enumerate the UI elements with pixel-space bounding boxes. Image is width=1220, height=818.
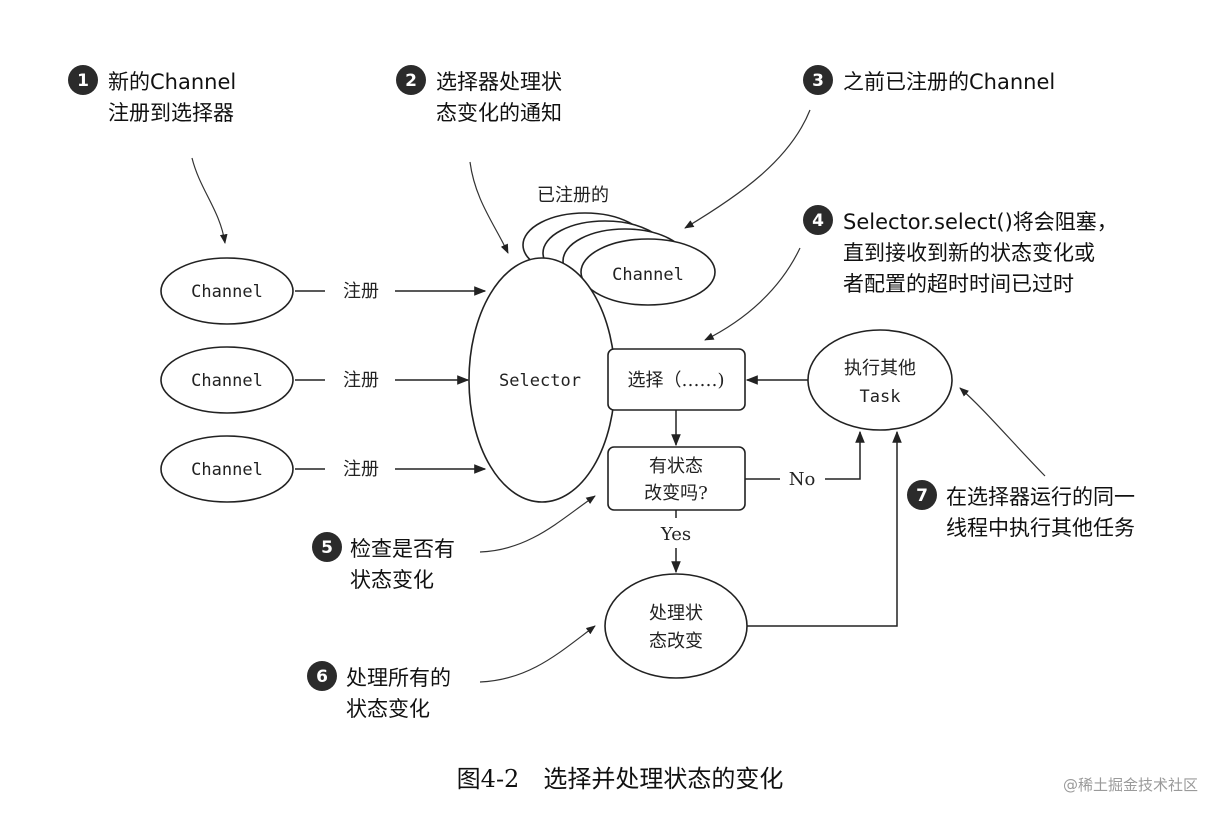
badge-2 bbox=[396, 65, 426, 95]
callout-2-line2: 态变化的通知 bbox=[436, 101, 562, 125]
badge-6 bbox=[307, 661, 337, 691]
badge-5-number: 5 bbox=[321, 538, 333, 558]
no-label: No bbox=[789, 469, 816, 490]
selector: Selector bbox=[468, 257, 616, 503]
callout-1-line2: 注册到选择器 bbox=[108, 101, 234, 125]
task-line2: Task bbox=[860, 387, 901, 407]
channel-2-label: Channel bbox=[191, 371, 263, 391]
task-node: 执行其他 Task bbox=[807, 329, 953, 431]
pointer-callout-1 bbox=[191, 157, 228, 244]
badge-1-number: 1 bbox=[77, 71, 89, 91]
callout-6: 6 处理所有的 状态变化 bbox=[307, 661, 451, 721]
register-arrow-3: 注册 bbox=[295, 459, 487, 480]
callout-3-line1: 之前已注册的Channel bbox=[843, 70, 1055, 94]
callout-7-line2: 线程中执行其他任务 bbox=[946, 516, 1135, 540]
pointer-callout-2 bbox=[469, 161, 509, 254]
registered-channel-stack: Channel bbox=[522, 212, 716, 306]
callout-4-line3: 者配置的超时时间已过时 bbox=[843, 272, 1074, 296]
channel-1: Channel bbox=[160, 257, 294, 325]
badge-7 bbox=[907, 480, 937, 510]
register-label-2: 注册 bbox=[343, 370, 379, 391]
pointer-callout-5 bbox=[479, 495, 596, 553]
pointer-callout-7 bbox=[959, 387, 1046, 477]
channel-1-label: Channel bbox=[191, 282, 263, 302]
process-line2: 态改变 bbox=[649, 631, 703, 652]
badge-3 bbox=[803, 65, 833, 95]
badge-5 bbox=[312, 532, 342, 562]
callout-7: 7 在选择器运行的同一 线程中执行其他任务 bbox=[907, 480, 1135, 540]
task-line1: 执行其他 bbox=[844, 358, 916, 379]
badge-6-number: 6 bbox=[316, 667, 328, 687]
badge-7-number: 7 bbox=[916, 486, 928, 506]
select-call-label: 选择（……) bbox=[627, 370, 724, 391]
channel-2: Channel bbox=[160, 346, 294, 414]
pointer-callout-6 bbox=[479, 625, 596, 683]
yes-label: Yes bbox=[660, 524, 691, 545]
decision-box: 有状态 改变吗? bbox=[607, 446, 746, 511]
decision-line2: 改变吗? bbox=[644, 483, 708, 504]
badge-1 bbox=[68, 65, 98, 95]
callout-5-line2: 状态变化 bbox=[350, 568, 434, 592]
badge-3-number: 3 bbox=[812, 71, 824, 91]
callout-2: 2 选择器处理状 态变化的通知 bbox=[396, 65, 562, 125]
callout-6-line1: 处理所有的 bbox=[346, 666, 451, 690]
callout-7-line1: 在选择器运行的同一 bbox=[946, 485, 1135, 509]
process-node: 处理状 态改变 bbox=[604, 573, 748, 679]
callout-6-line2: 状态变化 bbox=[346, 697, 430, 721]
register-arrow-2: 注册 bbox=[295, 370, 470, 391]
registered-channel-label: Channel bbox=[612, 265, 684, 285]
watermark: @稀土掘金技术社区 bbox=[1063, 776, 1198, 794]
callout-4: 4 Selector.select()将会阻塞， 直到接收到新的状态变化或 者配… bbox=[803, 205, 1118, 296]
select-box: 选择（……) bbox=[607, 348, 746, 411]
badge-4 bbox=[803, 205, 833, 235]
channel-3: Channel bbox=[160, 435, 294, 503]
callout-3: 3 之前已注册的Channel bbox=[803, 65, 1055, 95]
callout-1-line1: 新的Channel bbox=[108, 70, 236, 94]
callout-2-line1: 选择器处理状 bbox=[436, 70, 562, 94]
callout-1: 1 新的Channel 注册到选择器 bbox=[68, 65, 236, 125]
selector-label: Selector bbox=[499, 371, 581, 391]
arrow-no-to-task bbox=[825, 430, 865, 480]
process-line1: 处理状 bbox=[649, 603, 703, 624]
register-arrow-1: 注册 bbox=[295, 281, 487, 302]
registered-label: 已注册的 bbox=[537, 185, 609, 206]
arrow-process-to-task bbox=[747, 430, 902, 627]
channel-3-label: Channel bbox=[191, 460, 263, 480]
callout-4-line1: Selector.select()将会阻塞， bbox=[843, 210, 1118, 234]
badge-4-number: 4 bbox=[812, 211, 824, 231]
callout-5: 5 检查是否有 状态变化 bbox=[312, 532, 455, 592]
decision-line1: 有状态 bbox=[649, 456, 703, 477]
callout-5-line1: 检查是否有 bbox=[350, 537, 455, 561]
pointer-callout-4 bbox=[704, 247, 801, 341]
callout-4-line2: 直到接收到新的状态变化或 bbox=[843, 241, 1095, 265]
pointer-callout-3 bbox=[684, 109, 811, 229]
figure-caption: 图4-2 选择并处理状态的变化 bbox=[457, 765, 784, 793]
register-label-3: 注册 bbox=[343, 459, 379, 480]
badge-2-number: 2 bbox=[405, 71, 417, 91]
register-label-1: 注册 bbox=[343, 281, 379, 302]
